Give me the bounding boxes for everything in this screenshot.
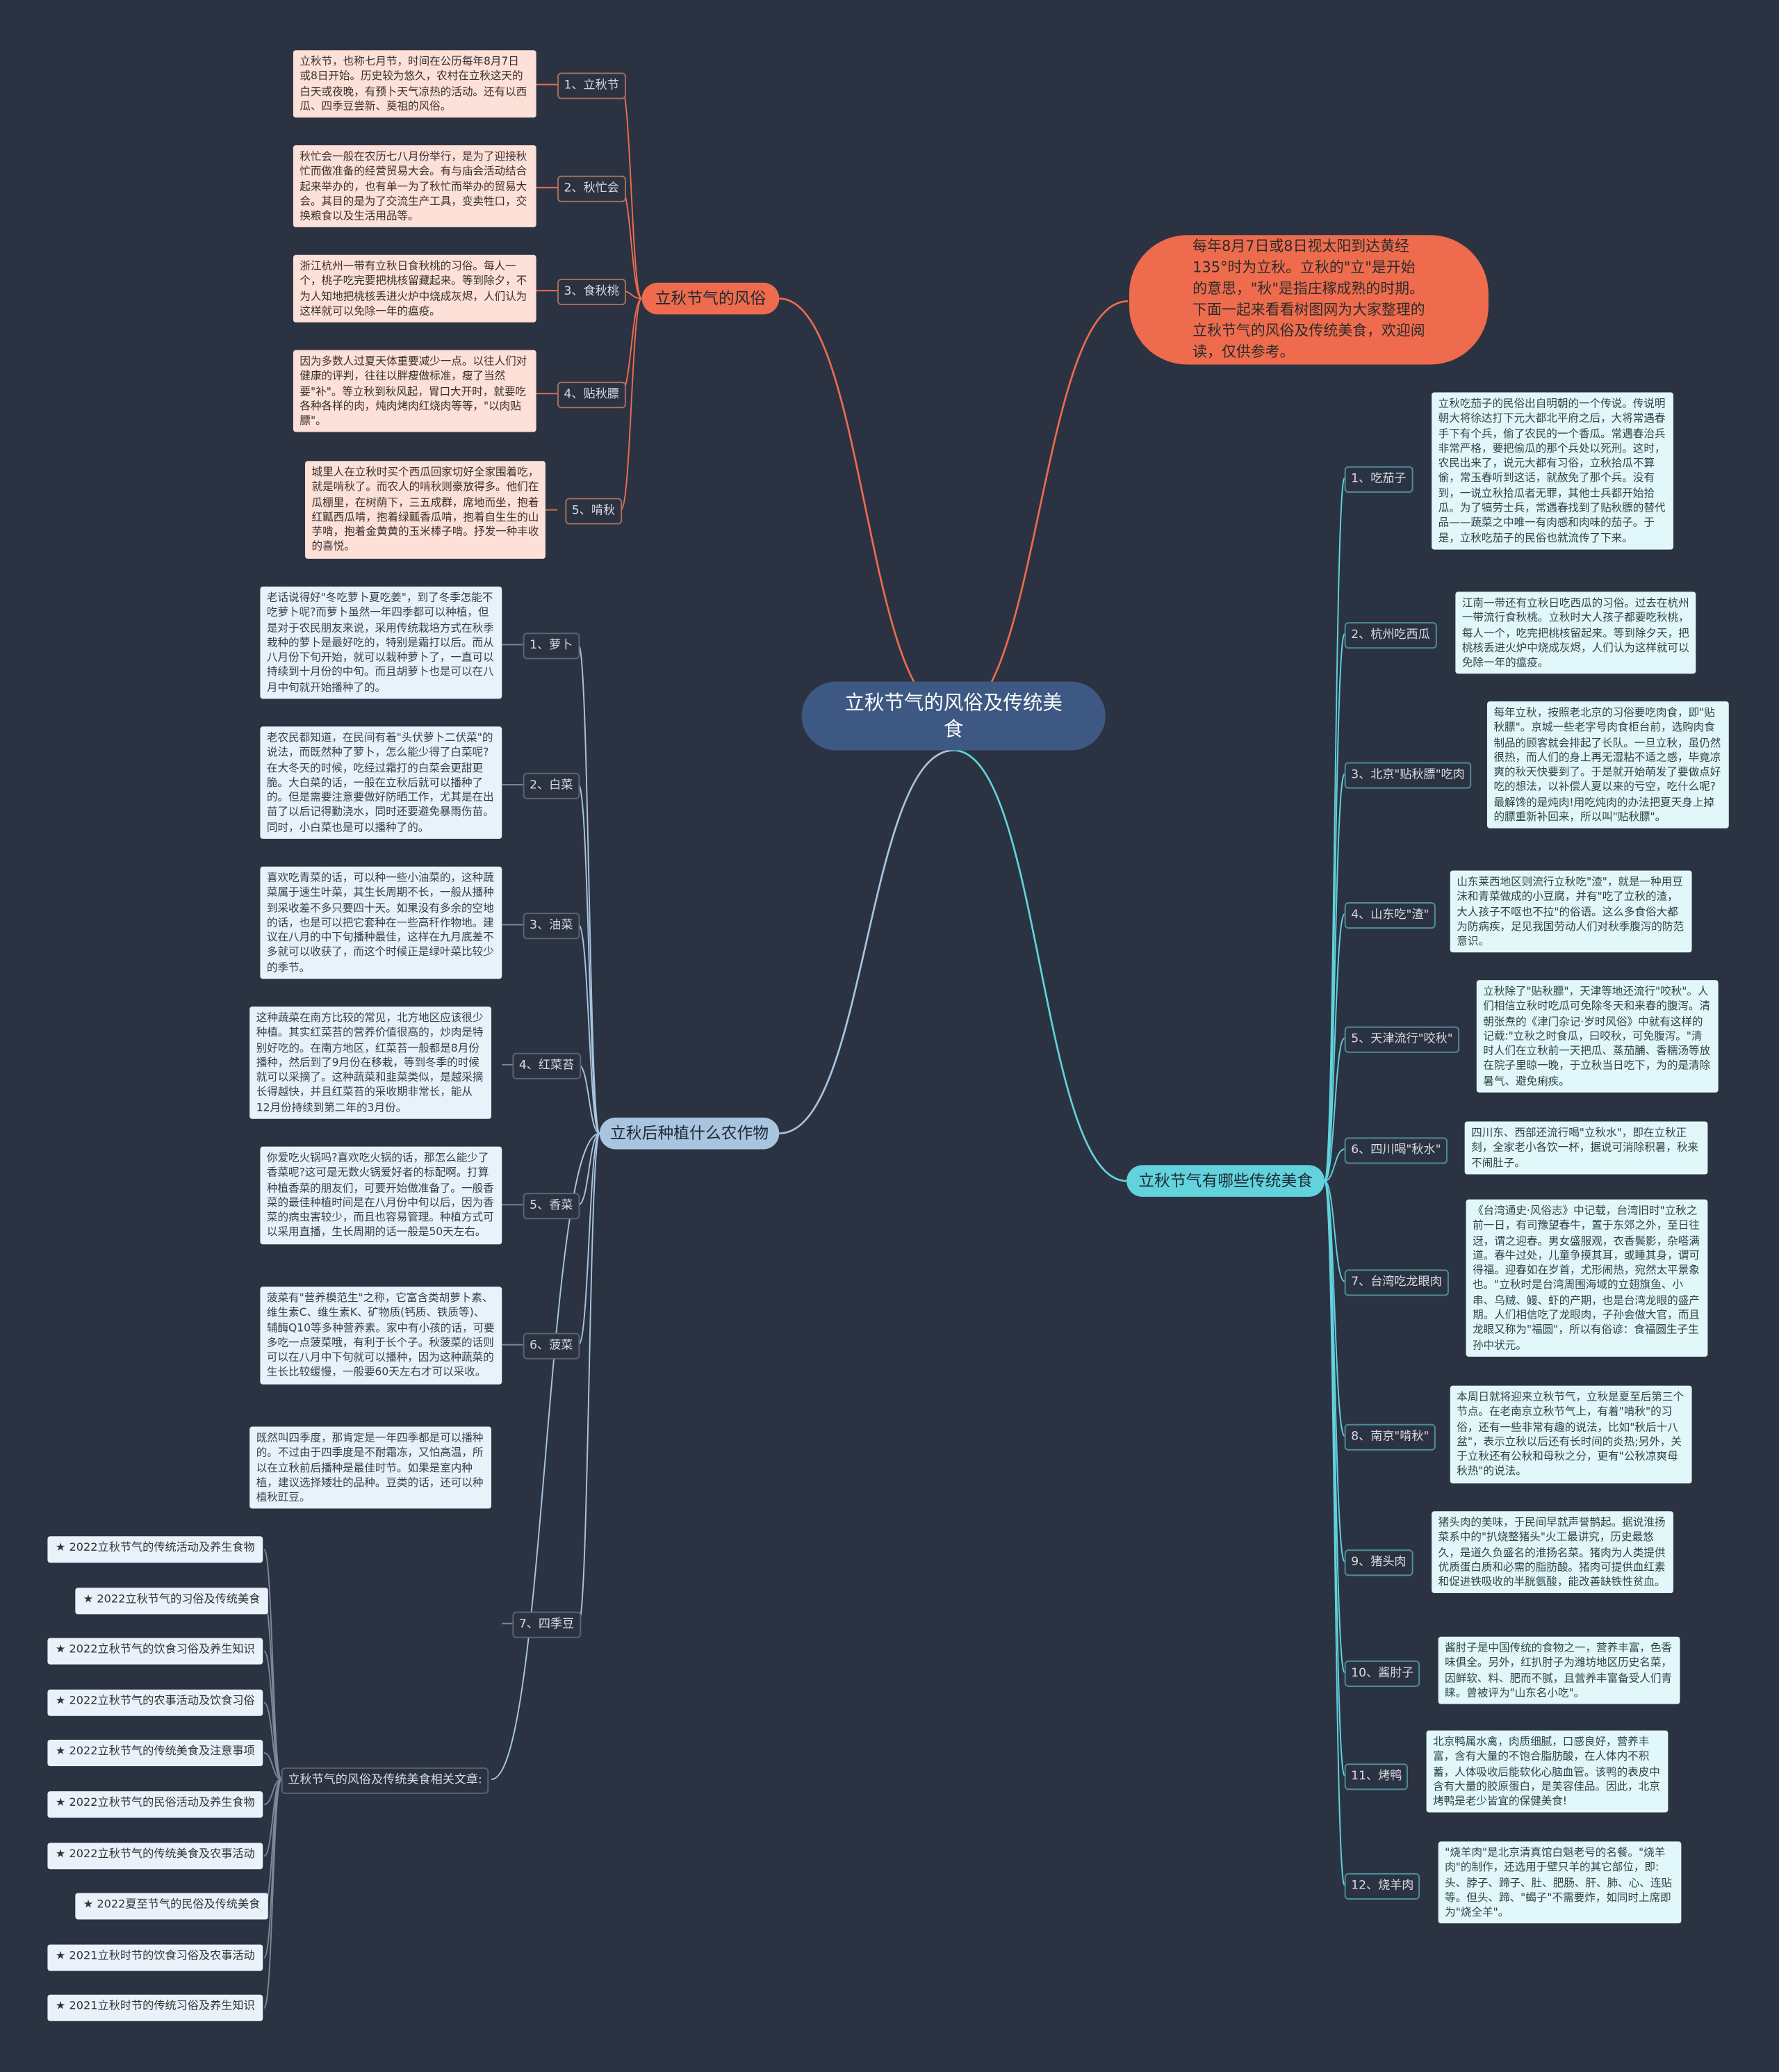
link-food-8: [1324, 1180, 1345, 1437]
crop-desc-6: 菠菜有"营养模范生"之称，它富含类胡萝卜素、维生素C、维生素K、矿物质(钙质、铁…: [260, 1287, 502, 1385]
custom-desc-2: 秋忙会一般在农历七八月份举行，是为了迎接秋忙而做准备的经营贸易大会。有与庙会活动…: [293, 145, 536, 228]
custom-label-2[interactable]: 2、秋忙会: [557, 175, 626, 202]
food-label-9[interactable]: 9、猪头肉: [1344, 1549, 1413, 1576]
food-label-11[interactable]: 11、烤鸭: [1344, 1763, 1409, 1790]
link-related-10: [263, 1779, 282, 2009]
branch-foods[interactable]: 立秋节气有哪些传统美食: [1126, 1165, 1325, 1197]
food-label-8[interactable]: 8、南京"啃秋": [1344, 1424, 1436, 1451]
custom-label-1[interactable]: 1、立秋节: [557, 72, 626, 99]
link-crop-4: [578, 1063, 600, 1134]
food-label-12[interactable]: 12、烧羊肉: [1344, 1873, 1420, 1900]
food-desc-1: 立秋吃茄子的民俗出自明朝的一个传说。传说明朝大将徐达打下元大都北平府之后，大将常…: [1432, 392, 1673, 550]
related-link-10[interactable]: ★ 2021立秋时节的传统习俗及养生知识: [47, 1994, 263, 2021]
link-custom-4: [620, 297, 643, 395]
crop-label-4[interactable]: 4、红菜苔: [512, 1052, 581, 1079]
food-label-2[interactable]: 2、杭州吃西瓜: [1344, 622, 1437, 649]
link-related-2: [263, 1600, 282, 1780]
related-link-8[interactable]: ★ 2022夏至节气的民俗及传统美食: [75, 1893, 268, 1920]
food-desc-9: 猪头肉的美味，于民间早就声誉鹊起。据说淮扬菜系中的"扒烧整猪头"火工最讲究，历史…: [1432, 1511, 1673, 1594]
link-related-4: [263, 1702, 282, 1780]
link-food-12: [1324, 1180, 1345, 1886]
branch-crops[interactable]: 立秋后种植什么农作物: [599, 1117, 780, 1150]
crop-label-2[interactable]: 2、白菜: [523, 772, 580, 799]
crop-label-6[interactable]: 6、菠菜: [523, 1332, 580, 1360]
link-crop-5: [577, 1132, 600, 1206]
link-food-4: [1324, 913, 1345, 1182]
crop-label-3[interactable]: 3、油菜: [523, 913, 580, 940]
food-label-3[interactable]: 3、北京"贴秋膘"吃肉: [1344, 762, 1472, 789]
crop-label-7[interactable]: 7、四季豆: [512, 1611, 581, 1638]
branch-foods-label: 立秋节气有哪些传统美食: [1138, 1171, 1313, 1191]
related-link-1[interactable]: ★ 2022立秋节气的传统活动及养生食物: [47, 1536, 263, 1563]
link-food-6: [1324, 1148, 1345, 1182]
link-food-2: [1324, 633, 1345, 1182]
intro-text: 每年8月7日或8日视太阳到达黄经135°时为立秋。立秋的"立"是开始的意思，"秋…: [1192, 238, 1425, 361]
custom-label-3[interactable]: 3、食秋桃: [557, 279, 626, 306]
link-food-5: [1324, 1037, 1345, 1182]
food-label-6[interactable]: 6、四川喝"秋水": [1344, 1137, 1448, 1164]
link-crop-2: [577, 783, 600, 1134]
custom-desc-1: 立秋节，也称七月节，时间在公历每年8月7日或8日开始。历史较为悠久，农村在立秋这…: [293, 50, 536, 118]
crop-desc-3: 喜欢吃青菜的话，可以种一些小油菜的，这种蔬菜属于速生叶菜，其生长周期不长，一般从…: [260, 866, 502, 979]
food-desc-8: 本周日就将迎来立秋节气，立秋是夏至后第三个节点。在老南京立秋节气上，有着"啃秋"…: [1450, 1385, 1692, 1483]
link-food-11: [1324, 1180, 1345, 1777]
link-root-crops: [779, 749, 954, 1134]
branch-crops-label: 立秋后种植什么农作物: [610, 1124, 769, 1143]
crop-desc-5: 你爱吃火锅吗?喜欢吃火锅的话，那怎么能少了香菜呢?这可是无数火锅爱好者的标配啊。…: [260, 1146, 502, 1244]
crop-desc-4: 这种蔬菜在南方比较的常见，北方地区应该很少种植。其实红菜苔的营养价值很高的，炒肉…: [249, 1006, 491, 1119]
related-link-9[interactable]: ★ 2021立秋时节的饮食习俗及农事活动: [47, 1944, 263, 1971]
link-crop-6: [577, 1132, 600, 1346]
crop-label-1[interactable]: 1、萝卜: [523, 633, 580, 660]
custom-desc-5: 城里人在立秋时买个西瓜回家切好全家围着吃，就是啃秋了。而农人的啃秋则豪放得多。他…: [305, 461, 546, 559]
link-custom-5: [620, 297, 643, 511]
crop-label-5[interactable]: 5、香菜: [523, 1193, 580, 1220]
link-crop-7: [577, 1132, 600, 1624]
related-link-7[interactable]: ★ 2022立秋节气的传统美食及农事活动: [47, 1843, 263, 1870]
intro-topic[interactable]: 每年8月7日或8日视太阳到达黄经135°时为立秋。立秋的"立"是开始的意思，"秋…: [1129, 235, 1489, 365]
food-label-10[interactable]: 10、酱肘子: [1344, 1660, 1420, 1687]
link-crops-related: [491, 1132, 600, 1780]
root-topic[interactable]: 立秋节气的风俗及传统美食: [801, 681, 1106, 751]
link-root-intro: [951, 300, 1129, 720]
food-desc-7: 《台湾通史·风俗志》中记载，台湾旧时"立秋之前一日，有司豫望春牛，置于东郊之外，…: [1466, 1199, 1708, 1357]
custom-desc-3: 浙江杭州一带有立秋日食秋桃的习俗。每人一个，桃子吃完要把桃核留藏起来。等到除夕，…: [293, 254, 536, 323]
crop-desc-2: 老农民都知道，在民间有着"头伏萝卜二伏菜"的说法，而既然种了萝卜，怎么能少得了白…: [260, 726, 502, 839]
link-root-foods: [953, 749, 1127, 1182]
link-related-5: [263, 1752, 282, 1780]
related-link-4[interactable]: ★ 2022立秋节气的农事活动及饮食习俗: [47, 1689, 263, 1716]
food-desc-11: 北京鸭属水禽，肉质细腻，口感良好，营养丰富，含有大量的不饱合脂肪酸，在人体内不积…: [1426, 1730, 1669, 1813]
food-desc-5: 立秋除了"贴秋膘"，天津等地还流行"咬秋"。人们相信立秋时吃瓜可免除冬天和来春的…: [1476, 980, 1719, 1093]
link-related-9: [263, 1779, 282, 1959]
related-link-6[interactable]: ★ 2022立秋节气的民俗活动及养生食物: [47, 1791, 263, 1818]
related-title[interactable]: 立秋节气的风俗及传统美食相关文章:: [281, 1767, 489, 1794]
custom-label-4[interactable]: 4、贴秋膘: [557, 382, 626, 409]
food-label-5[interactable]: 5、天津流行"咬秋": [1344, 1026, 1460, 1053]
related-link-2[interactable]: ★ 2022立秋节气的习俗及传统美食: [75, 1588, 268, 1615]
root-title: 立秋节气的风俗及传统美食: [844, 690, 1063, 742]
food-desc-3: 每年立秋，按照老北京的习俗要吃肉食，即"贴秋膘"。京城一些老字号肉食柜台前，选购…: [1486, 701, 1729, 829]
link-crop-3: [577, 924, 600, 1134]
food-label-4[interactable]: 4、山东吃"渣": [1344, 902, 1436, 929]
crop-desc-7: 既然叫四季度，那肯定是一年四季都是可以播种的。不过由于四季度是不耐霜冻，又怕高温…: [249, 1426, 491, 1510]
link-root-customs: [779, 297, 951, 715]
food-desc-4: 山东莱西地区则流行立秋吃"渣"，就是一种用豆沫和青菜做成的小豆腐，并有"吃了立秋…: [1450, 870, 1692, 954]
food-desc-2: 江南一带还有立秋日吃西瓜的习俗。过去在杭州一带流行食秋桃。立秋时大人孩子都要吃秋…: [1455, 592, 1696, 675]
related-link-3[interactable]: ★ 2022立秋节气的饮食习俗及养生知识: [47, 1638, 263, 1665]
custom-label-5[interactable]: 5、啃秋: [565, 498, 622, 525]
food-desc-12: "烧羊肉"是北京清真馆白魁老号的名餐。"烧羊肉"的制作，还选用于壁只羊的其它部位…: [1438, 1841, 1682, 1925]
food-label-1[interactable]: 1、吃茄子: [1344, 466, 1413, 493]
branch-customs[interactable]: 立秋节气的风俗: [641, 282, 780, 315]
food-desc-6: 四川东、西部还流行喝"立秋水"，即在立秋正刻，全家老小各饮一杯，据说可消除积暑，…: [1464, 1121, 1708, 1175]
link-food-7: [1324, 1180, 1345, 1282]
custom-desc-4: 因为多数人过夏天体重要减少一点。以往人们对健康的评判，往往以胖瘦做标准，瘦了当然…: [293, 350, 536, 433]
crop-desc-1: 老话说得好"冬吃萝卜夏吃姜"，到了冬季怎能不吃萝卜呢?而萝卜虽然一年四季都可以种…: [260, 586, 502, 699]
branch-customs-label: 立秋节气的风俗: [655, 289, 766, 308]
link-food-1: [1324, 478, 1345, 1182]
related-link-5[interactable]: ★ 2022立秋节气的传统美食及注意事项: [47, 1739, 263, 1766]
food-label-7[interactable]: 7、台湾吃龙眼肉: [1344, 1269, 1449, 1296]
link-crop-1: [577, 644, 600, 1134]
food-desc-10: 酱肘子是中国传统的食物之一，营养丰富，色香味俱全。另外，红扒肘子为潍坊地区历史名…: [1438, 1636, 1680, 1705]
